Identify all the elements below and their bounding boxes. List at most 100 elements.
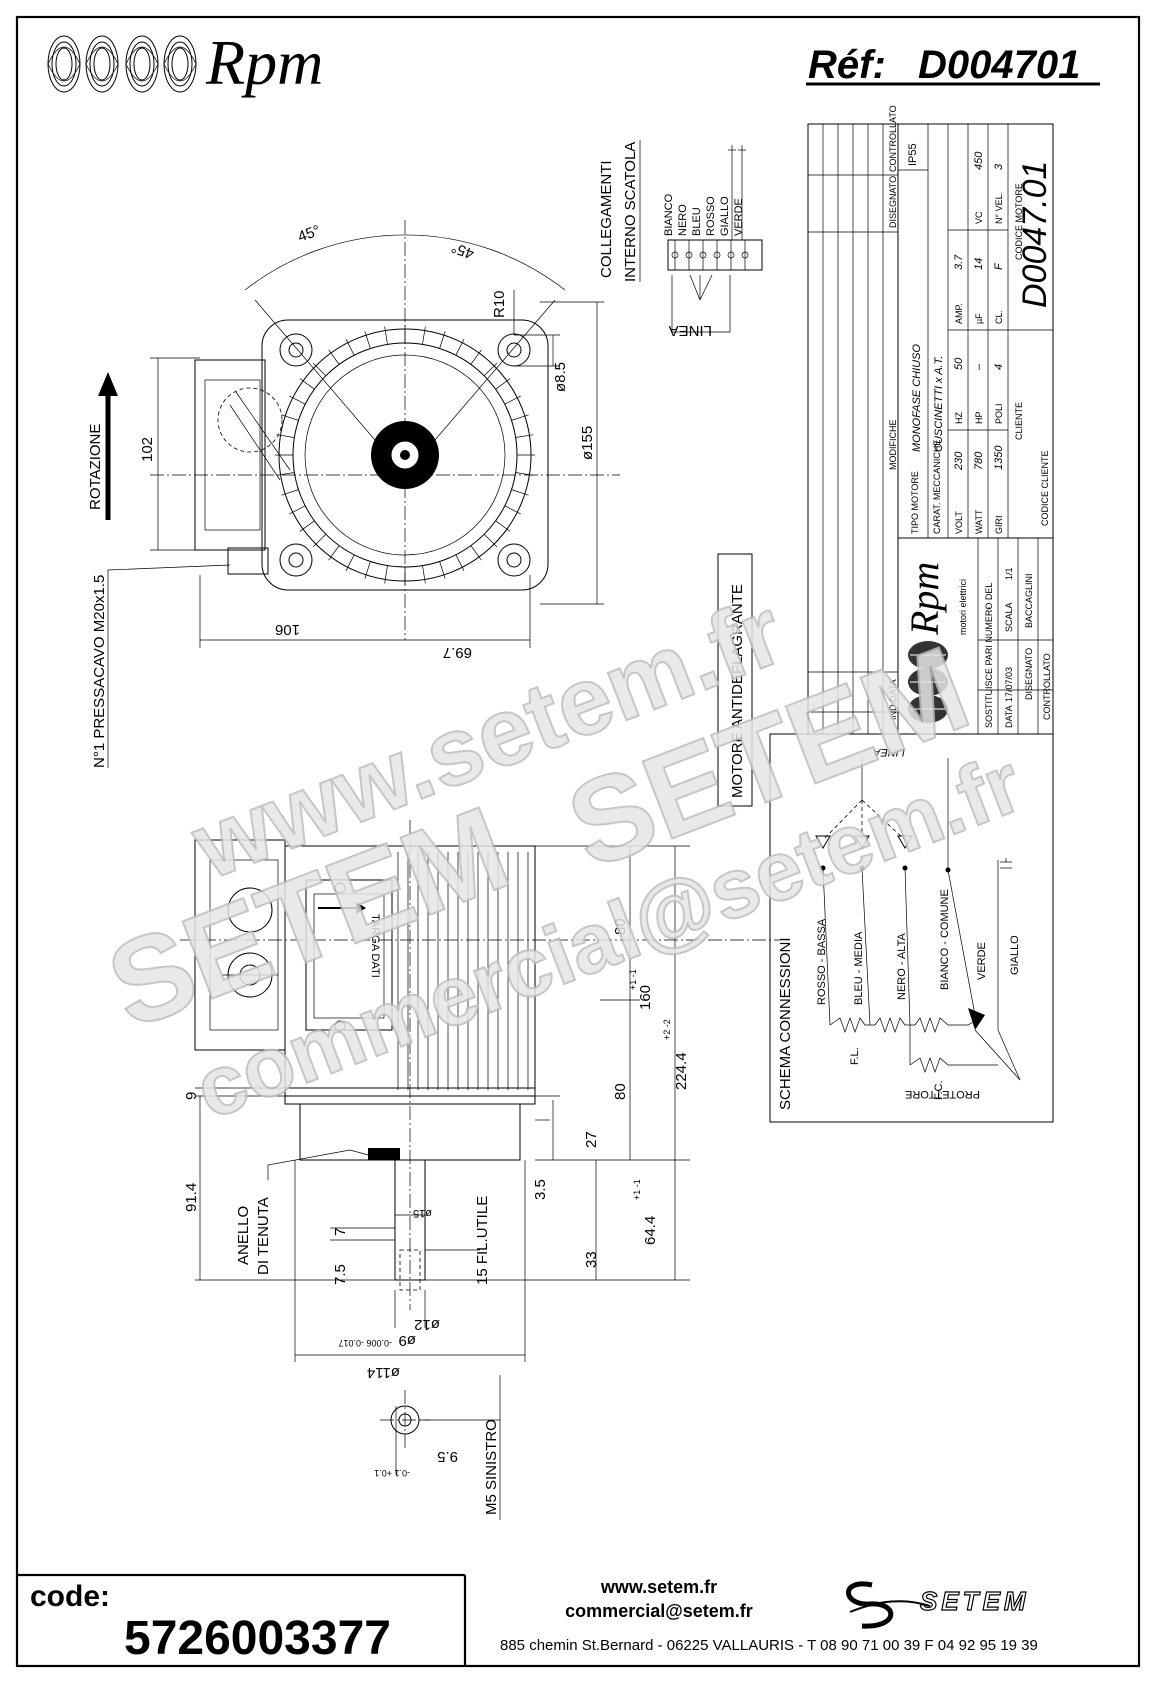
rpm-block-sub: motori elettrici — [958, 579, 968, 635]
cl-value: F — [993, 262, 1005, 270]
cliente-label: CLIENTE — [1014, 402, 1024, 440]
schema-lead-label: NERO - ALTA — [896, 933, 908, 1000]
dim-dia-8-5: ø8.5 — [552, 362, 569, 392]
dim-160: 160 — [637, 985, 654, 1010]
rpm-coil-icon — [47, 35, 197, 93]
data-value: 17/07/03 — [1004, 667, 1014, 702]
cl-label: CL. — [994, 310, 1004, 324]
nvel-value: 3 — [993, 163, 1005, 170]
poli-value: 4 — [993, 364, 1005, 370]
antideflagrante-label: MOTORE ANTIDEFLAGRANTE — [729, 584, 746, 798]
dim-7: 7 — [332, 1228, 349, 1236]
targa-label: TARGA DATI — [369, 914, 381, 978]
wire-label: NERO — [677, 204, 689, 236]
wire-label: BIANCO — [663, 193, 675, 236]
uf-label: µF — [974, 313, 984, 324]
ref-value: D004701 — [918, 43, 1080, 87]
title-block: IND. DATA MODIFICHE DISEGNATO CONTROLLAT… — [807, 105, 1054, 735]
dim-64-4-tol: +1 -1 — [632, 1179, 642, 1200]
tipo-motore-value: MONOFASE CHIUSO — [911, 344, 923, 452]
antideflagrante-box: MOTORE ANTIDEFLAGRANTE — [717, 553, 753, 807]
footer-address: 885 chemin St.Bernard - 06225 VALLAURIS … — [500, 1637, 1038, 1654]
scala-label: SCALA — [1004, 602, 1014, 632]
poli-label: POLI — [994, 403, 1004, 424]
dim-9-5: 9.5 — [437, 1448, 458, 1465]
ip-rating: IP55 — [907, 143, 919, 166]
anello-label-1: ANELLO — [235, 1206, 252, 1265]
fc-label: F.C. — [933, 1080, 945, 1100]
code-label: code: — [30, 1580, 110, 1613]
winding-fc — [909, 1056, 998, 1074]
amp-value: 3.7 — [953, 254, 965, 270]
schema-lead-label: BLEU - MEDIA — [853, 931, 865, 1005]
footer-website: www.setem.fr — [600, 1577, 717, 1597]
vc-label: VC — [974, 211, 984, 224]
wire-label: GIALLO — [719, 196, 731, 236]
protettore-label: PROTETTORE — [905, 1088, 980, 1100]
winding-fl — [829, 1016, 981, 1034]
mod-col-data: DATA — [888, 679, 898, 702]
connections-title-2: INTERNO SCATOLA — [622, 142, 639, 282]
data-plate — [305, 879, 393, 1031]
dim-64-4: 64.4 — [642, 1216, 659, 1245]
footer: code: 5726003377 www.setem.fr commercial… — [17, 1573, 1038, 1666]
dim-27: 27 — [583, 1131, 600, 1148]
mod-col-modifiche: MODIFICHE — [888, 420, 898, 471]
disegnato-label: DISEGNATO — [1024, 648, 1034, 700]
carat-label: CARAT. MECCANICHE — [932, 440, 942, 534]
amp-label: AMP. — [954, 303, 964, 324]
schema-lead-label: GIALLO — [1009, 935, 1021, 975]
anello-label-2: DI TENUTA — [255, 1197, 272, 1275]
dim-9: 9 — [183, 1092, 200, 1100]
scala-value: 1/1 — [1004, 567, 1014, 580]
dim-80-top: 80 — [612, 918, 629, 935]
disegnato-value: BACCAGLINI — [1024, 573, 1034, 628]
fl-label: F.L. — [849, 1047, 861, 1065]
cable-gland-front — [227, 547, 269, 575]
linea-label-schema: LINEA — [873, 746, 905, 758]
giri-value: 1350 — [993, 445, 1005, 470]
volt-value: 230 — [953, 451, 965, 471]
dim-80-bottom: 80 — [612, 1083, 629, 1100]
schema-lead-label: ROSSO - BASSA — [816, 918, 828, 1005]
rpm-header-logo: Rpm — [47, 27, 323, 98]
rpm-block-logo-icon — [908, 641, 948, 723]
wire-label: BLEU — [691, 207, 703, 236]
code-value: 5726003377 — [124, 1612, 391, 1665]
motor-flange — [261, 319, 549, 591]
tipo-motore-label: TIPO MOTORE — [910, 471, 920, 534]
sostituisce-value: - — [983, 606, 995, 610]
shaft-end-detail: 9.5 -0.1 +0.1 M5 SINISTRO — [374, 1375, 501, 1520]
mod-col-controllato: CONTROLLATO — [888, 105, 898, 172]
codice-cliente-label: CODICE CLIENTE — [1040, 450, 1050, 526]
wire-label: VERDE — [733, 198, 745, 236]
cable-gland-leader — [107, 564, 231, 768]
dim-160-tol: +1 -1 — [628, 969, 638, 990]
side-view: TARGA DATI 80 80 160 +1 -1 224.4 +2 -2 2… — [180, 820, 780, 1381]
fil-utile-label: 15 FIL.UTILE — [474, 1196, 491, 1285]
hz-value: 50 — [953, 357, 965, 370]
schema-lead-label: BIANCO - COMUNE — [939, 889, 951, 990]
dim-dia-12: ø12 — [414, 1316, 440, 1333]
terminal-box-front — [194, 359, 266, 551]
dim-7-5: 7.5 — [332, 1264, 349, 1285]
m5-label: M5 SINISTRO — [483, 1419, 500, 1515]
setem-logo-icon — [846, 1581, 931, 1629]
data-label: DATA — [1004, 705, 1014, 728]
connections-title-1: COLLEGAMENTI — [598, 160, 615, 278]
motor-shaft — [394, 1159, 426, 1281]
dim-9-5-tol: -0.1 +0.1 — [374, 1468, 410, 1478]
sheet-frame — [15, 15, 1141, 1668]
angle-arc — [244, 234, 566, 291]
dim-224-4: 224.4 — [673, 1052, 690, 1090]
reference-block: Réf: D004701 — [806, 43, 1100, 87]
front-view: 45° 45° 102 106 69.7 — [87, 220, 620, 768]
hp-value: – — [973, 363, 985, 371]
dim-dia-15: ø15 — [413, 1207, 432, 1219]
hz-label: HZ — [954, 412, 964, 424]
ref-label: Réf: — [808, 43, 886, 87]
mod-col-ind: IND. — [888, 702, 898, 720]
dim-dia-9: ø9 — [398, 1332, 416, 1349]
